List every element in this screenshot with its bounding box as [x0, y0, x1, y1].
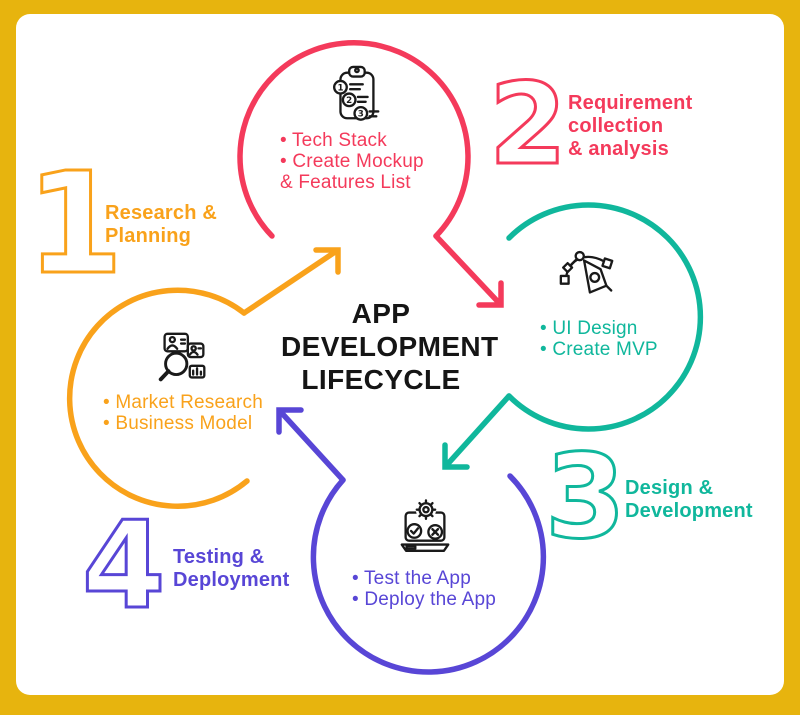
panel-background	[16, 14, 784, 695]
laptop-testing-icon	[394, 499, 456, 561]
stage3-number: 3	[545, 430, 626, 565]
stage4-items: • Test the App • Deploy the App	[352, 568, 497, 610]
stage4-circle	[310, 473, 547, 675]
stage1-circle	[66, 287, 250, 509]
stage1-items: • Market Research • Business Model	[103, 392, 263, 434]
stage3-items: • UI Design • Create MVP	[540, 318, 658, 360]
stage4-label: Testing & Deployment	[173, 546, 290, 591]
stage4-number: 4	[82, 497, 166, 636]
pen-tool-icon	[556, 244, 618, 306]
stage2-circle	[237, 40, 471, 239]
stage4-arrow	[276, 407, 346, 483]
stage3-circle	[506, 202, 704, 432]
stage2-label: Requirement collection & analysis	[568, 92, 693, 160]
svg-text:3: 3	[358, 110, 364, 120]
stage2-arrow	[433, 233, 504, 308]
stage2-items: • Tech Stack • Create Mockup & Features …	[280, 130, 424, 193]
page-title: APP DEVELOPMENT LIFECYCLE	[281, 298, 499, 395]
stage1-label: Research & Planning	[105, 202, 218, 247]
stage3-arrow	[442, 393, 512, 470]
stage1-number: 1	[26, 143, 123, 306]
stage2-number: 2	[489, 60, 567, 190]
svg-text:1: 1	[337, 83, 343, 93]
stage3-label: Design & Development	[625, 477, 753, 522]
svg-text:2: 2	[346, 96, 352, 106]
market-research-icon	[152, 329, 214, 391]
stage1-arrow	[241, 247, 341, 316]
